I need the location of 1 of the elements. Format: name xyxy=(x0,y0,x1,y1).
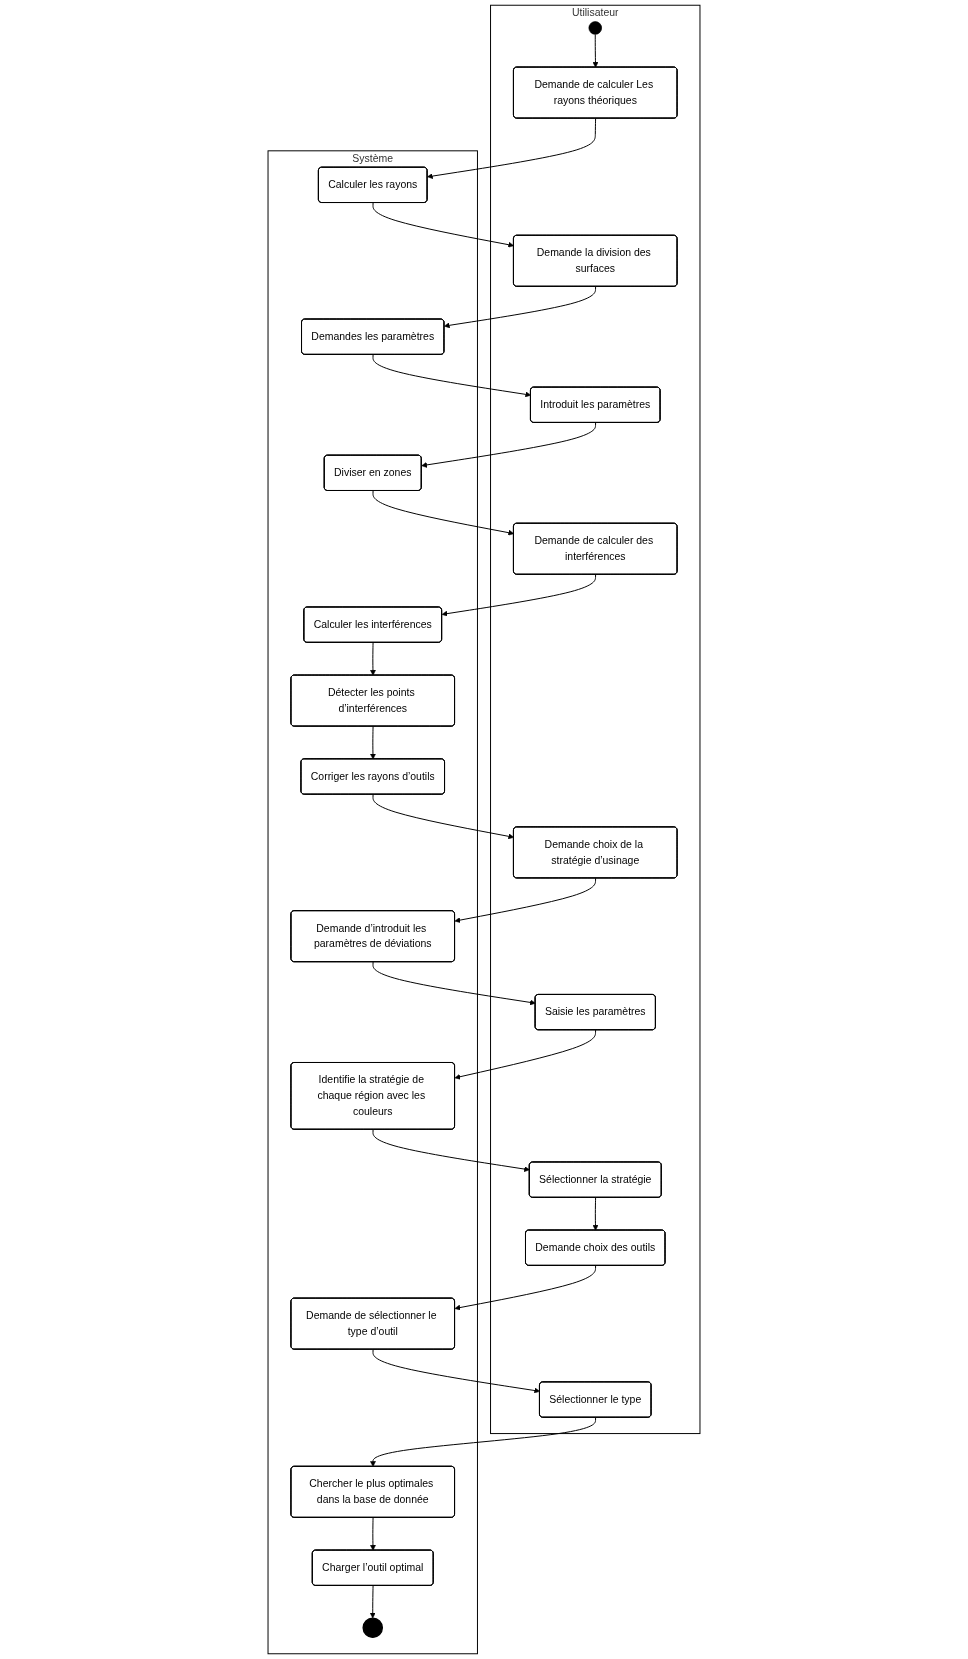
node-circle xyxy=(588,21,602,35)
